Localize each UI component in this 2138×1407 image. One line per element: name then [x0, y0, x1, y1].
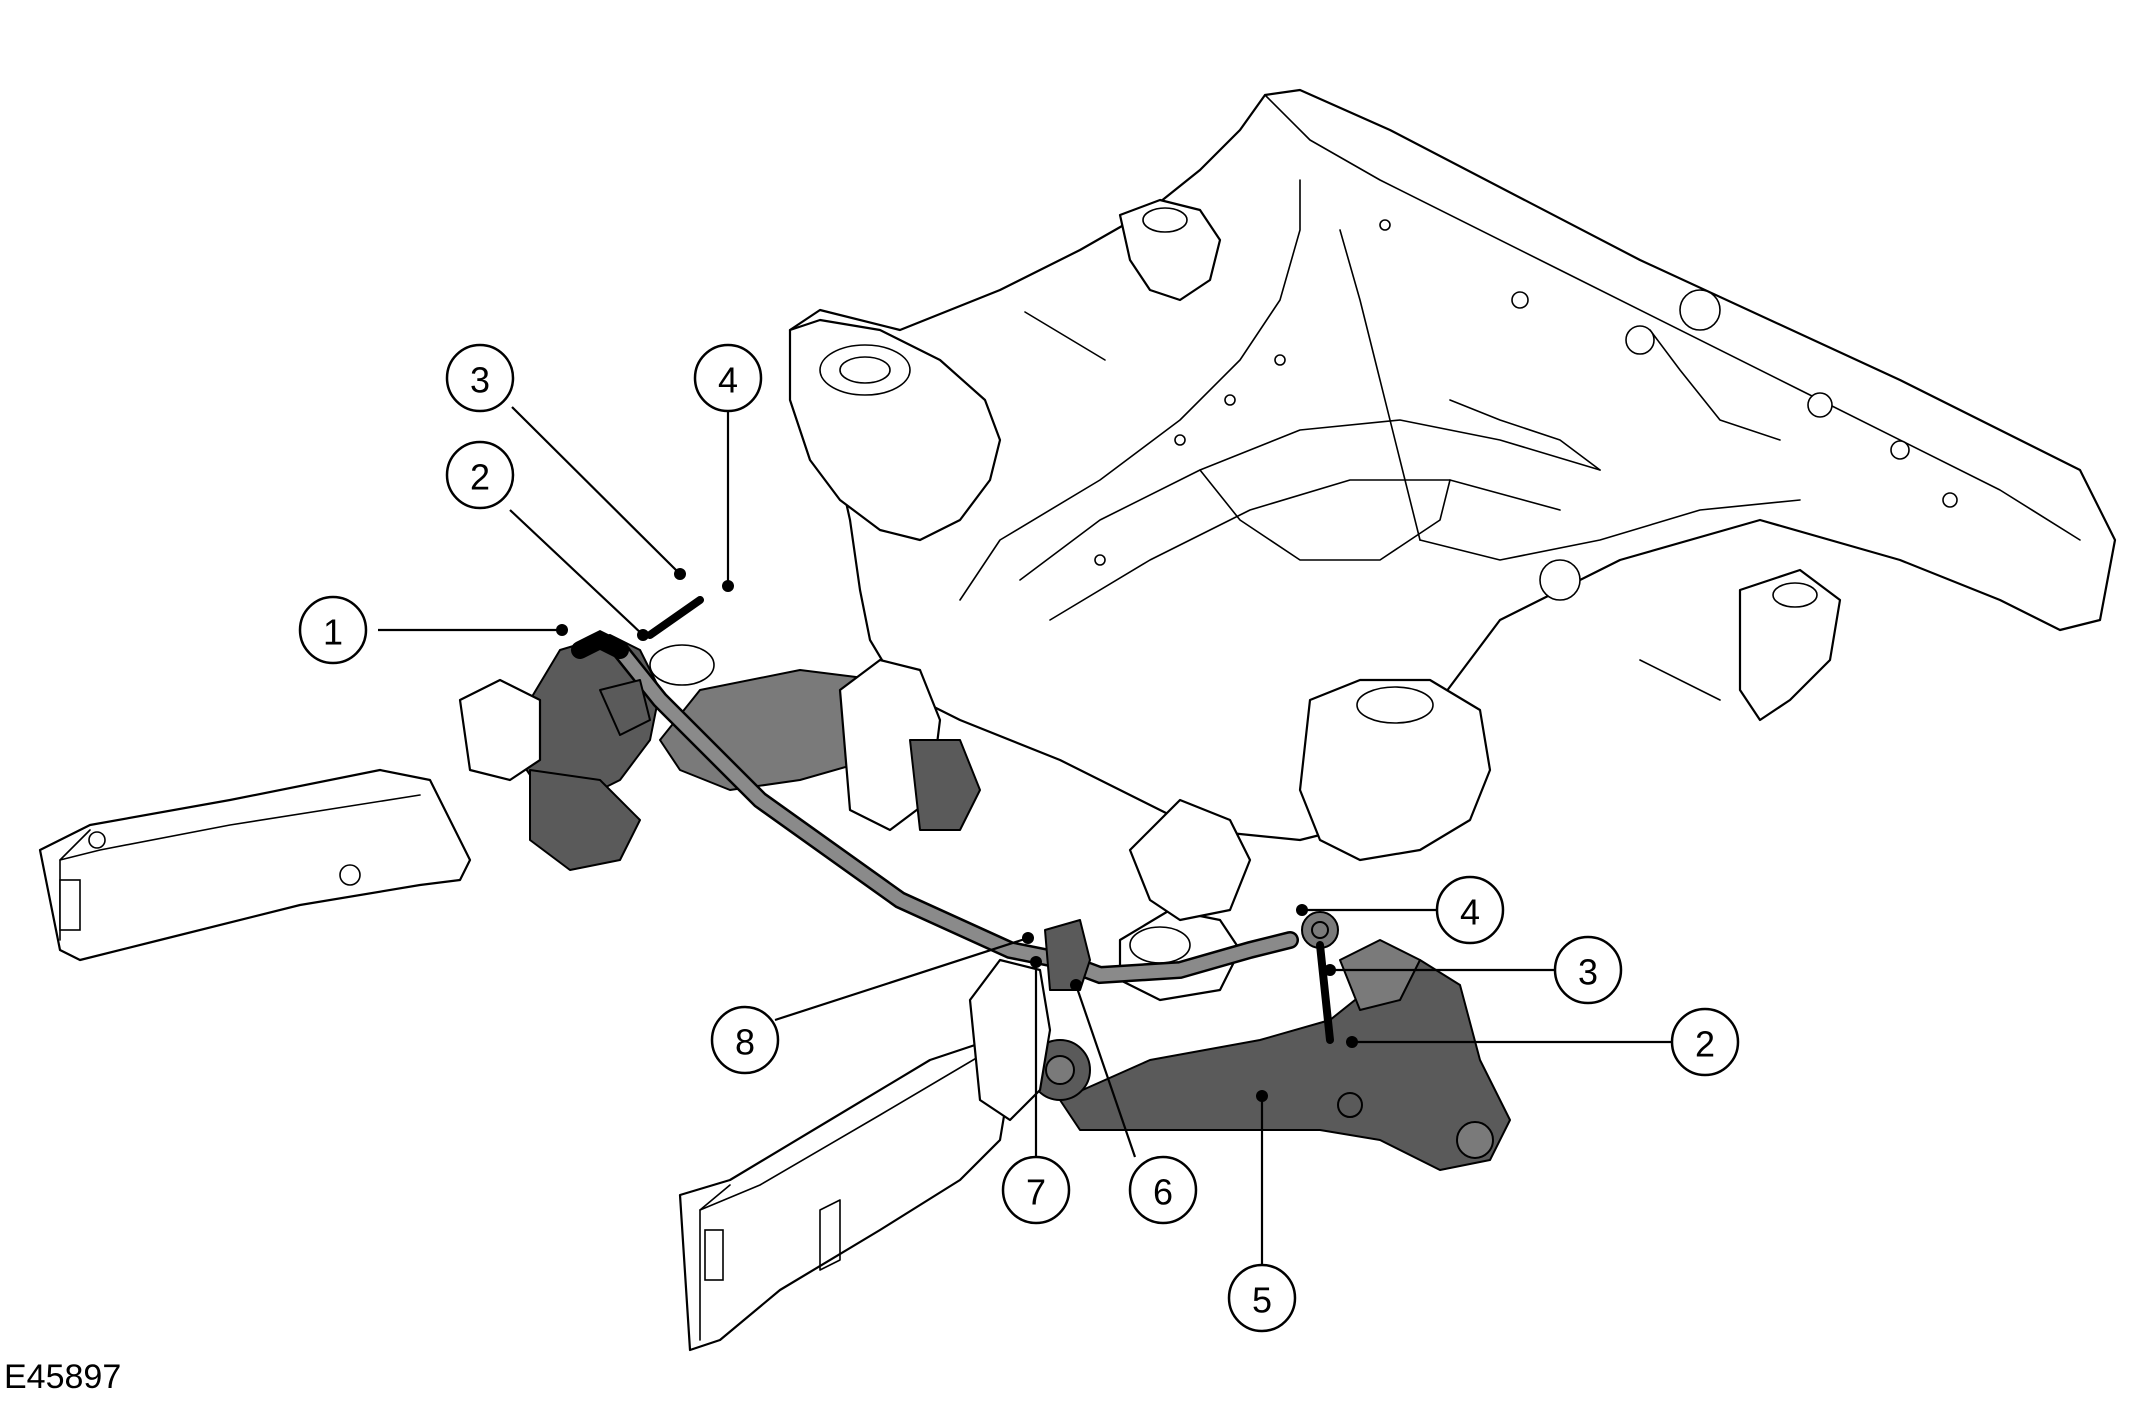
front-crossmember — [788, 88, 2117, 862]
callout-label: 4 — [718, 360, 738, 401]
left-suspension — [458, 634, 981, 871]
callout-3-right: 3 — [1553, 935, 1623, 1005]
callout-label: 2 — [470, 457, 490, 498]
right-suspension — [968, 798, 1511, 1171]
callout-1-left: 1 — [298, 595, 368, 665]
callout-label: 2 — [1695, 1024, 1715, 1065]
callout-label: 3 — [1578, 952, 1598, 993]
callout-3-left: 3 — [445, 343, 515, 413]
callout-label: 7 — [1026, 1172, 1046, 1213]
callout-2-left: 2 — [445, 440, 515, 510]
callout-4-right: 4 — [1435, 875, 1505, 945]
callout-7: 7 — [1001, 1155, 1071, 1225]
callout-4-left: 4 — [693, 343, 763, 413]
side-rail-right — [678, 1038, 1012, 1352]
callout-label: 4 — [1460, 892, 1480, 933]
callout-label: 3 — [470, 360, 490, 401]
callout-2-right: 2 — [1670, 1007, 1740, 1077]
callout-5: 5 — [1227, 1263, 1297, 1333]
figure-id: E45897 — [4, 1358, 122, 1396]
callout-label: 6 — [1153, 1172, 1173, 1213]
stabilizer-bar — [571, 596, 1334, 1044]
callout-8: 8 — [710, 1005, 780, 1075]
side-rail-left — [38, 768, 472, 962]
callout-label: 8 — [735, 1022, 755, 1063]
leader-lines — [378, 406, 1672, 1265]
leader-dots — [556, 568, 1358, 1102]
callout-6: 6 — [1128, 1155, 1198, 1225]
callout-label: 5 — [1252, 1280, 1272, 1321]
callout-label: 1 — [323, 612, 343, 653]
